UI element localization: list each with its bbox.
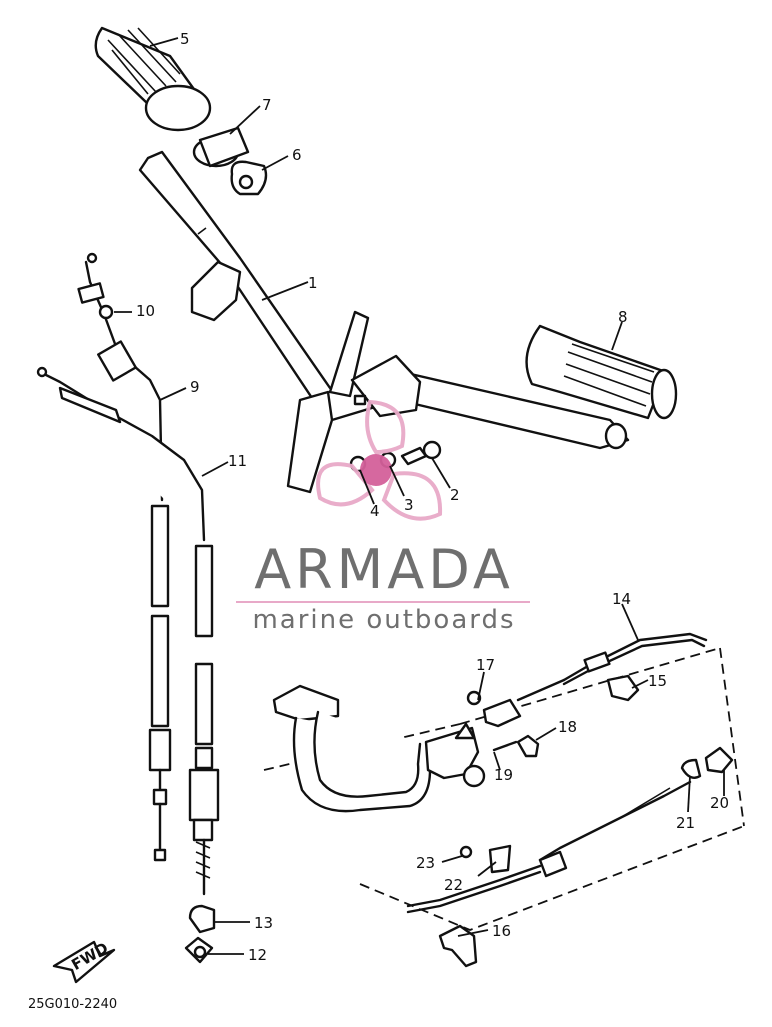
callout-21: 21 [676,814,695,832]
callout-11: 11 [228,452,247,470]
brake-pedal [272,684,486,813]
callout-10: 10 [136,302,155,320]
throttle-grip [192,126,250,168]
callout-23: 23 [416,854,435,872]
grip-left [94,26,212,132]
collar [188,904,216,934]
cable-holder [606,674,640,702]
callout-2: 2 [450,486,460,504]
callout-17: 17 [476,656,495,674]
brake-cable-rear [516,632,708,702]
callout-1: 1 [308,274,318,292]
callout-4: 4 [370,502,380,520]
callout-8: 8 [618,308,628,326]
callout-5: 5 [180,30,190,48]
callout-6: 6 [292,146,302,164]
callout-3: 3 [404,496,414,514]
callout-15: 15 [648,672,667,690]
spring [680,758,702,779]
callout-9: 9 [190,378,200,396]
fwd-arrow: FWD [52,939,116,984]
cable-bolt [98,304,114,320]
brake-rod [406,780,692,914]
callout-14: 14 [612,590,631,608]
leader-lines [114,37,725,955]
handlebar [138,150,630,494]
pin [492,734,540,758]
throttle-housing [230,160,268,196]
front-brake-cable [36,366,220,896]
callout-18: 18 [558,718,577,736]
callout-13: 13 [254,914,273,932]
callouts: 1 2 3 4 5 6 7 8 9 10 11 12 13 14 15 16 1… [136,30,729,964]
callout-7: 7 [262,96,272,114]
stopper-plate [438,924,478,968]
brand-name: ARMADA [254,538,514,601]
diagram-code: 25G010-2240 [28,997,117,1012]
callout-22: 22 [444,876,463,894]
bracket-bolt [459,845,473,859]
callout-16: 16 [492,922,511,940]
brand-tagline: marine outboards [252,605,515,635]
adjusting-nut [184,936,214,964]
callout-20: 20 [710,794,729,812]
armada-propeller-logo [316,399,443,521]
brake-joint [466,690,522,728]
grip-right [525,324,678,420]
cable-bracket [488,844,512,874]
adjuster-nut [704,746,734,774]
throttle-cable [77,252,172,862]
callout-12: 12 [248,946,267,964]
callout-19: 19 [494,766,513,784]
